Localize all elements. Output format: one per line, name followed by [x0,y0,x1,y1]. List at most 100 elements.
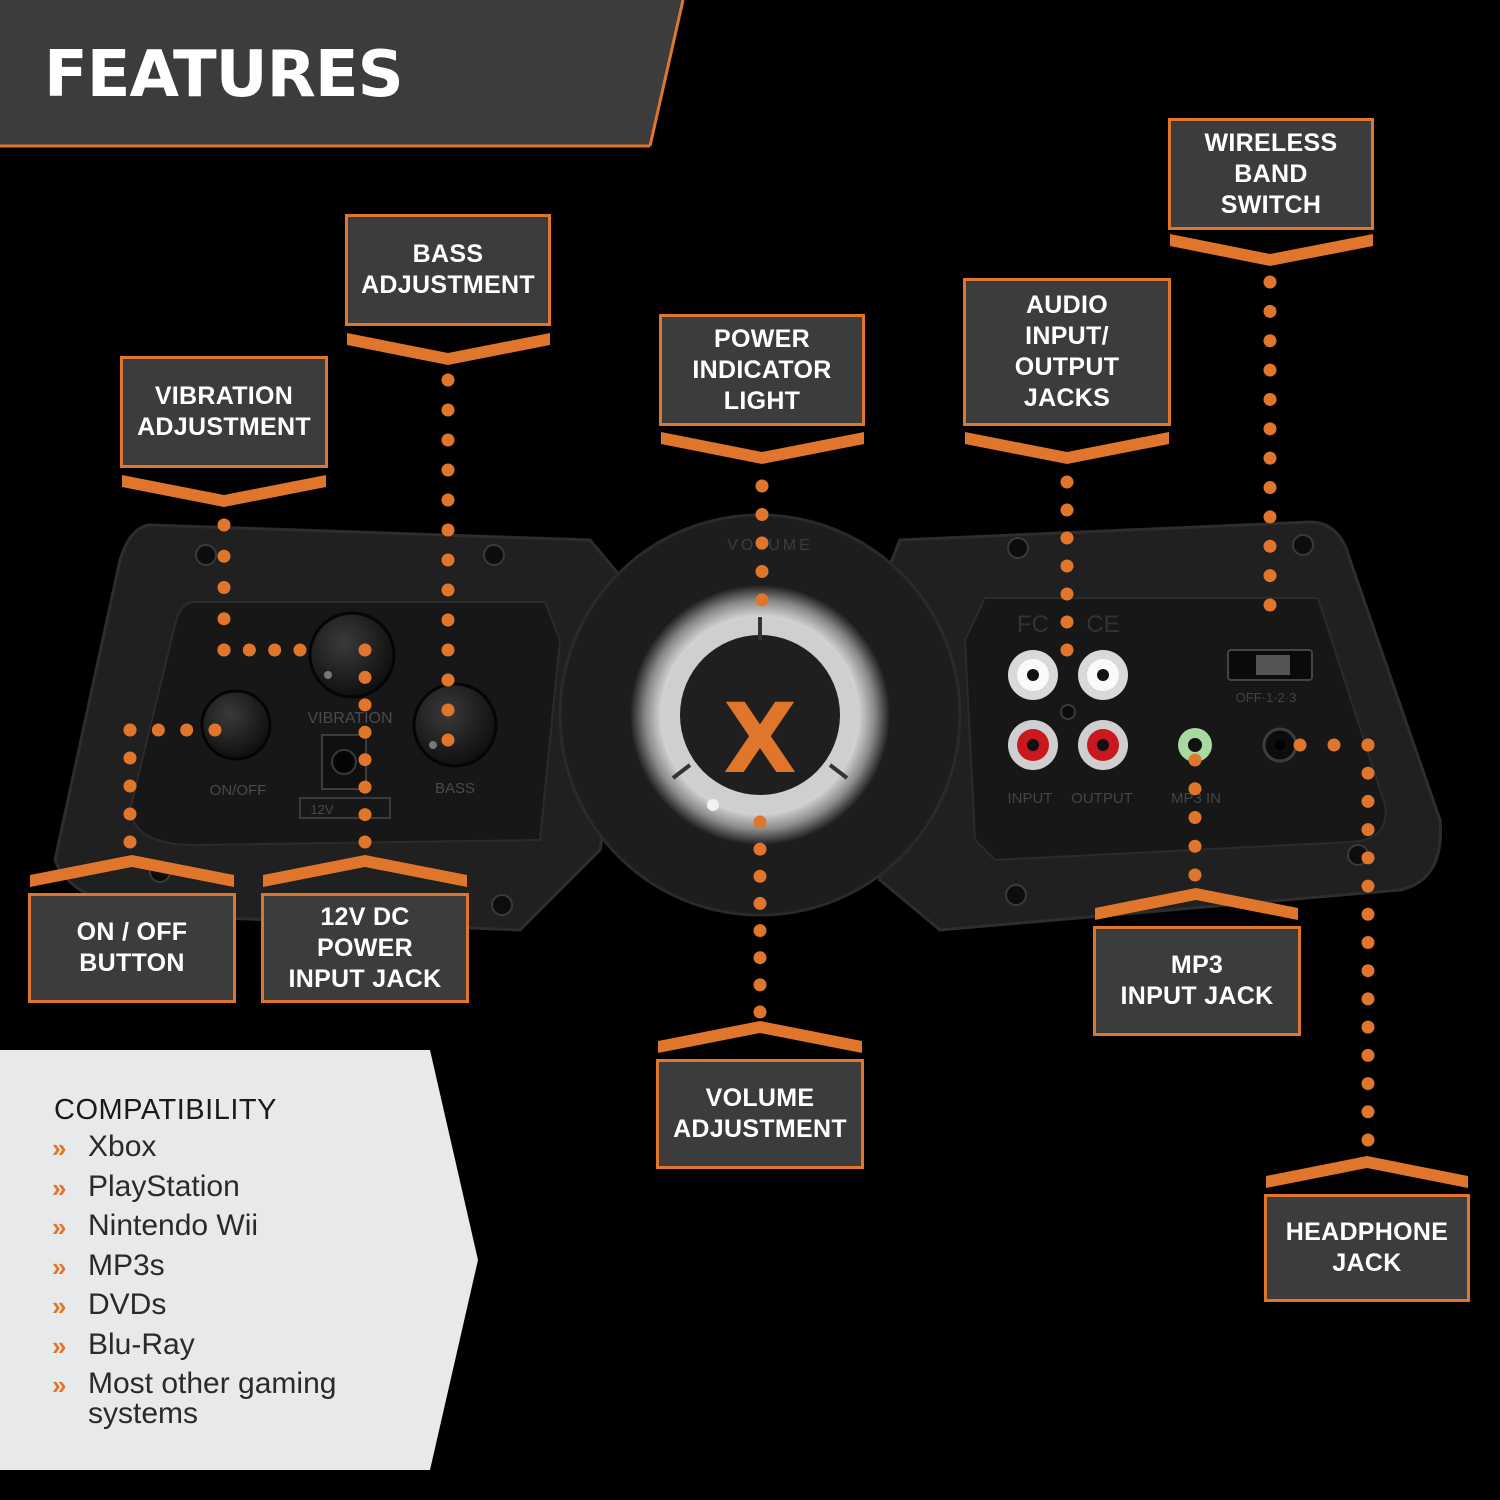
compatibility-list: »Xbox »PlayStation »Nintendo Wii »MP3s »… [52,1132,448,1439]
rca-white-right [1078,650,1128,700]
leader-dot [1188,839,1202,853]
panel-label-mp3: MP3 IN [1171,790,1221,807]
leader-dot [293,643,307,657]
leader-lines [123,275,1375,1147]
compatibility-title: COMPATIBILITY [54,1094,277,1126]
leader-dot [441,553,455,567]
rca-red-right [1078,720,1128,770]
leader-dot [180,723,194,737]
leader-dot [755,536,769,550]
leader-dot [1263,481,1277,495]
callout-on-off-button: ON / OFF BUTTON [28,893,236,1003]
leader-dot [441,373,455,387]
leader-dot [1188,782,1202,796]
leader-dot [123,723,137,737]
leader-dot [1188,811,1202,824]
leader-dot [268,643,282,657]
leader-dot [441,703,455,717]
leader-dot [1060,587,1074,601]
chevron-right-icon: » [52,1212,67,1242]
leader-dot [151,723,165,737]
callout-notches [30,234,1468,1188]
leader-dot [1263,598,1277,612]
list-item: »PlayStation [52,1169,240,1203]
chevron-right-icon: » [52,1133,67,1163]
volume-ring-label: VOLUME [727,537,813,554]
leader-dot [1263,569,1277,583]
leader-dot [1361,1048,1375,1062]
callout-headphone-jack: HEADPHONE JACK [1264,1194,1470,1302]
callout-bass-adjustment: BASS ADJUSTMENT [345,214,551,326]
chevron-right-icon: » [52,1330,67,1361]
leader-dot [1361,1105,1375,1119]
leader-dot [358,780,372,794]
leader-dot [1263,451,1277,465]
leader-dot [755,565,769,578]
leader-dot [217,581,231,594]
leader-dot [1263,392,1277,406]
leader-dot [1188,753,1202,767]
callout-wireless-band-switch: WIRELESS BAND SWITCH [1168,118,1374,230]
panel-label-output: OUTPUT [1071,790,1133,807]
callout-audio-io-jacks: AUDIO INPUT/ OUTPUT JACKS [963,278,1171,426]
list-item: »Nintendo Wii [52,1209,259,1243]
leader-dot [753,951,767,965]
leader-dot [1188,868,1202,882]
leader-dot [1060,559,1074,573]
leader-dot [1327,738,1341,752]
leader-dot [441,523,455,537]
leader-dot [217,549,231,563]
leader-dot [753,1005,767,1019]
leader-dot [1361,879,1375,893]
callout-volume-adjustment: VOLUME ADJUSTMENT [656,1059,864,1169]
ce-mark: CE [1086,611,1119,638]
leader-dot [441,583,455,597]
leader-dot [441,643,455,657]
leader-dot [441,493,455,507]
leader-dot [1361,823,1375,837]
leader-dot [1060,643,1074,657]
fcc-mark: FC [1017,611,1049,638]
leader-dot [1263,539,1277,553]
leader-dot [753,815,767,829]
leader-dot [755,479,769,493]
leader-dot [1361,964,1375,978]
logo-x: X [723,683,797,795]
leader-dot [1263,363,1277,377]
compatibility-panel [0,1050,478,1470]
leader-dot [1361,794,1375,808]
chevron-right-icon: » [52,1291,67,1321]
leader-dot [1293,738,1307,752]
leader-dot [242,643,256,657]
list-item: »Blu-Ray [52,1327,195,1361]
chevron-right-icon: » [52,1370,67,1400]
rca-red-left [1008,720,1058,770]
leader-dot [1060,503,1074,517]
leader-dot [1060,531,1074,545]
leader-dot [358,698,372,712]
leader-dot [753,869,767,883]
leader-dot [441,613,455,627]
leader-dot [1361,1077,1375,1091]
leader-dot [123,835,137,849]
leader-dot [441,463,455,477]
leader-dot [441,403,455,417]
leader-dot [217,612,231,626]
leader-dot [753,924,767,938]
leader-dot [753,842,767,856]
panel-label-onoff: ON/OFF [210,782,267,799]
leader-dot [1361,738,1375,752]
leader-dot [1263,334,1277,348]
leader-dot [753,978,767,992]
leader-dot [755,508,769,521]
chevron-right-icon: » [52,1251,67,1282]
leader-dot [1361,1020,1375,1034]
leader-dot [123,751,137,765]
leader-dot [358,725,372,739]
leader-dot [755,593,769,607]
leader-dot [1263,275,1277,289]
leader-dot [441,733,455,747]
callout-power-indicator-light: POWER INDICATOR LIGHT [659,314,865,426]
list-item: »MP3s [52,1248,165,1282]
